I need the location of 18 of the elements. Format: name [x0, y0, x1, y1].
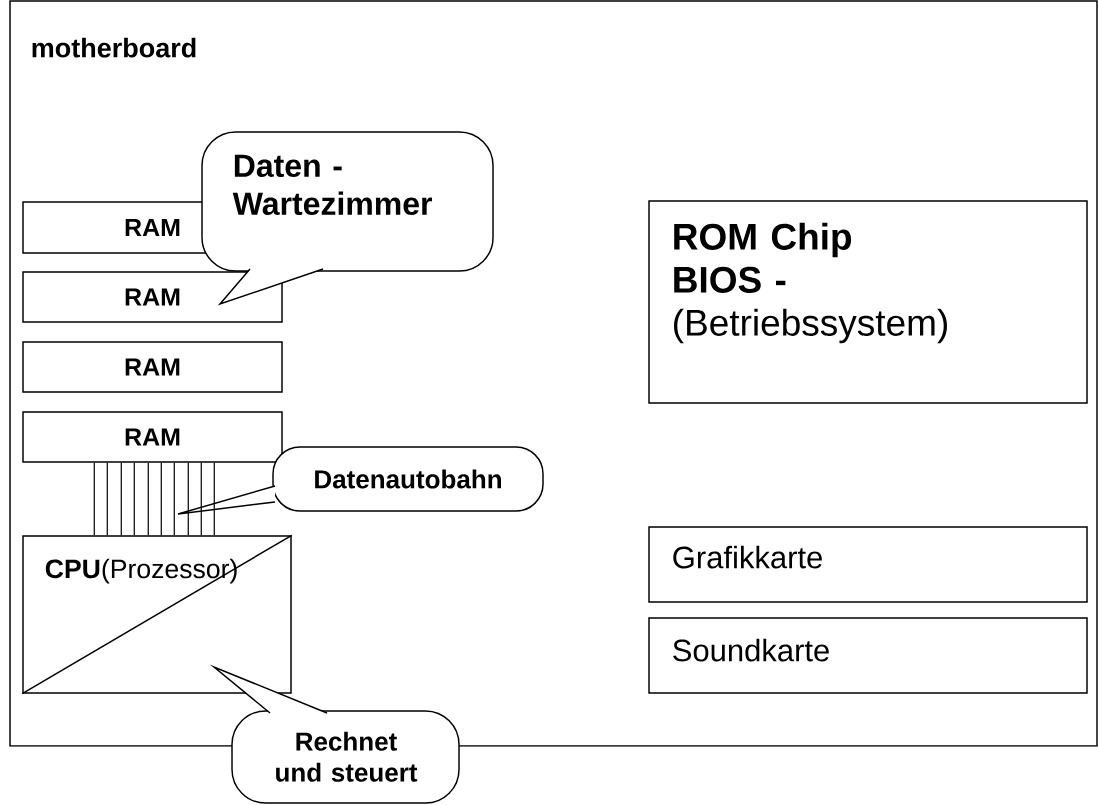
bus-line	[133, 462, 135, 536]
bus-line	[187, 462, 189, 536]
expansion-card-box: Soundkarte	[648, 617, 1088, 694]
rom-chip-box: ROM Chip BIOS - (Betriebssystem)	[648, 200, 1088, 404]
bus-line	[173, 462, 175, 536]
ram-module-box: RAM	[22, 341, 283, 393]
callout-tooltip: Rechnet und steuert	[209, 664, 460, 804]
bus-line	[200, 462, 202, 536]
bus-line	[120, 462, 122, 536]
bus-line	[213, 462, 215, 536]
bus-line	[147, 462, 149, 536]
callout-tooltip: Datenautobahn	[177, 446, 544, 515]
callout-tooltip: Daten - Wartezimmer	[201, 131, 494, 306]
ram-module-box: RAM	[22, 411, 283, 463]
bus-line	[160, 462, 162, 536]
bus-line	[106, 462, 108, 536]
expansion-card-box: Grafikkarte	[648, 526, 1088, 603]
bus-line	[93, 462, 95, 536]
